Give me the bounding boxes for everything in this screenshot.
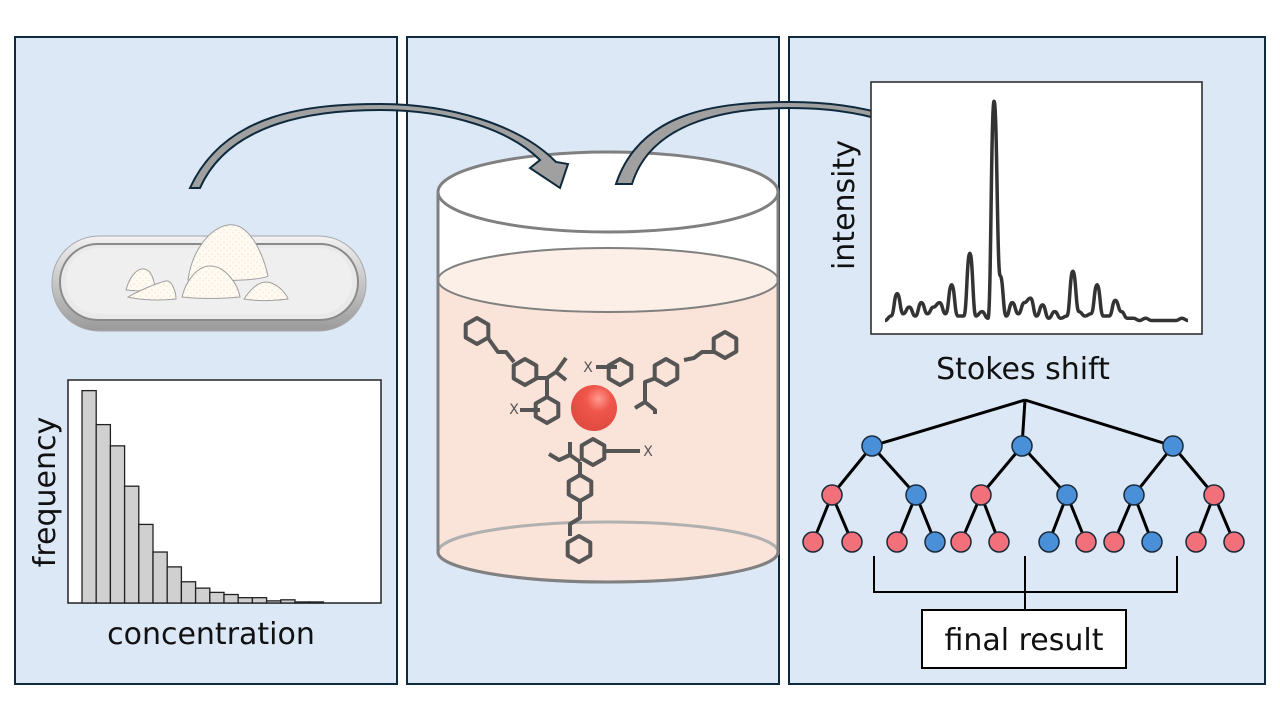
final-result-box <box>921 609 1127 669</box>
histogram-bar <box>237 597 254 604</box>
tree-node <box>970 484 992 506</box>
bond <box>683 350 714 362</box>
tree-node <box>886 531 908 553</box>
histogram-bar <box>251 597 268 604</box>
nanoparticle <box>571 385 617 431</box>
bond <box>486 336 516 364</box>
histogram-bar <box>109 445 126 604</box>
histogram-bars <box>81 389 325 604</box>
tree-node <box>1141 531 1163 553</box>
histogram-bar <box>294 601 310 604</box>
tree-node <box>1185 531 1207 553</box>
tree-node <box>988 531 1010 553</box>
liquid <box>438 280 778 582</box>
benzene-ring <box>463 316 491 346</box>
histogram-bar <box>180 581 197 604</box>
y-axis-label-frequency: frequency <box>28 417 63 567</box>
arrow-dish-to-beaker <box>188 102 570 190</box>
powder <box>125 224 289 301</box>
bond <box>536 356 568 398</box>
histogram-bar <box>166 566 183 604</box>
tree-edges <box>811 398 1236 543</box>
tree-node <box>1038 531 1060 553</box>
histogram-bar <box>280 599 296 604</box>
histogram-bar <box>194 587 211 604</box>
bond <box>547 442 582 475</box>
tree-node <box>861 435 883 457</box>
histogram-bar <box>81 389 97 604</box>
tree-node <box>821 484 843 506</box>
histogram-bar <box>265 600 282 604</box>
benzene-ring <box>565 534 593 564</box>
benzene-ring <box>579 437 607 467</box>
substituent-x-1: X <box>509 402 519 418</box>
histogram-bar <box>138 523 154 604</box>
histogram-bar <box>95 423 112 604</box>
tree-node <box>1103 531 1125 553</box>
x-axis-label-stokes-shift: Stokes shift <box>936 352 1110 387</box>
tree-node <box>1075 531 1097 553</box>
tree-node <box>1123 484 1145 506</box>
result-bracket <box>873 556 1178 610</box>
tree-nodes <box>802 435 1245 553</box>
tree-node <box>1223 531 1245 553</box>
tree-node <box>950 531 972 553</box>
histogram-bar <box>209 591 225 604</box>
spectrum-line <box>884 99 1189 323</box>
benzene-ring <box>606 357 634 387</box>
tree-node <box>1056 484 1078 506</box>
substituent-x-3: X <box>643 444 653 460</box>
histogram-bar <box>223 593 239 604</box>
spectrum-frame <box>870 81 1203 335</box>
bond <box>633 376 657 414</box>
histogram-bar <box>123 485 140 604</box>
tree-node <box>924 531 946 553</box>
bond <box>568 501 582 536</box>
tree-node <box>802 531 824 553</box>
tree-node <box>841 531 863 553</box>
final-result-label: final result <box>944 623 1103 658</box>
tree-node <box>1011 435 1033 457</box>
y-axis-label-intensity: intensity <box>827 140 862 270</box>
substituent-x-2: X <box>583 360 593 376</box>
histogram-bar <box>308 601 325 604</box>
x-axis-label-concentration: concentration <box>107 617 315 652</box>
tree-node <box>1162 435 1184 457</box>
beaker <box>436 150 780 584</box>
tree-node <box>905 484 927 506</box>
tree-node <box>1203 484 1225 506</box>
histogram-bar <box>152 551 168 604</box>
molecules <box>463 316 739 564</box>
benzene-ring <box>533 395 561 425</box>
